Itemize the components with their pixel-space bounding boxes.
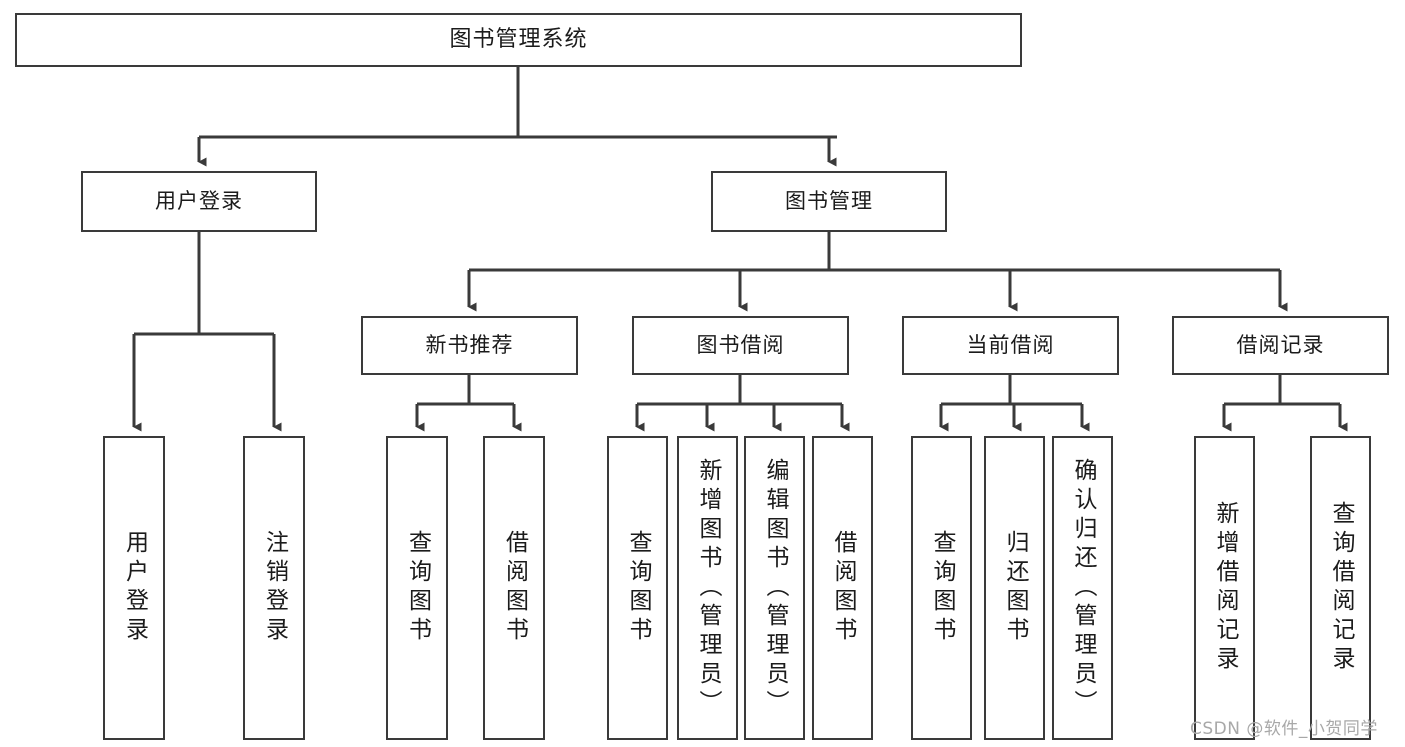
node-leaf-edit-book-admin[interactable]: 编辑图书（管理员） xyxy=(744,436,805,740)
node-leaf-borrow-book-rec-label: 借阅图书 xyxy=(501,530,528,646)
node-leaf-borrow-book-rec[interactable]: 借阅图书 xyxy=(483,436,545,740)
node-borrow-record-label: 借阅记录 xyxy=(1236,333,1325,358)
node-root-label: 图书管理系统 xyxy=(449,27,588,53)
node-leaf-return-book-label: 归还图书 xyxy=(1002,530,1028,646)
node-leaf-add-book-admin-label: 新增图书（管理员） xyxy=(695,457,721,719)
node-leaf-query-book-borrow-label: 查询图书 xyxy=(625,530,651,646)
node-leaf-query-book-borrow[interactable]: 查询图书 xyxy=(607,436,668,740)
node-user-login-label: 用户登录 xyxy=(155,189,243,214)
node-leaf-confirm-return-admin-label: 确认归还（管理员） xyxy=(1070,457,1096,719)
node-current-borrow[interactable]: 当前借阅 xyxy=(902,316,1119,375)
node-leaf-return-book[interactable]: 归还图书 xyxy=(984,436,1045,740)
node-leaf-confirm-return-admin[interactable]: 确认归还（管理员） xyxy=(1052,436,1113,740)
node-leaf-borrow-book-label: 借阅图书 xyxy=(830,530,856,646)
node-leaf-query-book-rec[interactable]: 查询图书 xyxy=(386,436,448,740)
node-book-management[interactable]: 图书管理 xyxy=(711,171,947,232)
node-leaf-add-book-admin[interactable]: 新增图书（管理员） xyxy=(677,436,738,740)
node-user-login[interactable]: 用户登录 xyxy=(81,171,317,232)
node-leaf-query-book-current[interactable]: 查询图书 xyxy=(911,436,972,740)
node-new-book-recommend-label: 新书推荐 xyxy=(425,333,514,358)
node-leaf-edit-book-admin-label: 编辑图书（管理员） xyxy=(762,457,788,719)
node-leaf-query-borrow-record[interactable]: 查询借阅记录 xyxy=(1310,436,1371,740)
node-root[interactable]: 图书管理系统 xyxy=(15,13,1022,67)
node-book-management-label: 图书管理 xyxy=(785,189,873,214)
node-current-borrow-label: 当前借阅 xyxy=(966,333,1055,358)
node-new-book-recommend[interactable]: 新书推荐 xyxy=(361,316,578,375)
node-leaf-query-book-rec-label: 查询图书 xyxy=(404,530,431,646)
node-leaf-borrow-book[interactable]: 借阅图书 xyxy=(812,436,873,740)
node-leaf-query-borrow-record-label: 查询借阅记录 xyxy=(1328,501,1354,675)
node-leaf-add-borrow-record[interactable]: 新增借阅记录 xyxy=(1194,436,1255,740)
node-book-borrow-label: 图书借阅 xyxy=(696,333,785,358)
node-leaf-logout[interactable]: 注销登录 xyxy=(243,436,305,740)
node-leaf-user-login[interactable]: 用户登录 xyxy=(103,436,165,740)
csdn-watermark: CSDN @软件_小贺同学 xyxy=(1190,719,1378,739)
node-borrow-record[interactable]: 借阅记录 xyxy=(1172,316,1389,375)
node-leaf-add-borrow-record-label: 新增借阅记录 xyxy=(1212,501,1238,675)
node-leaf-logout-label: 注销登录 xyxy=(261,530,288,646)
node-leaf-query-book-current-label: 查询图书 xyxy=(929,530,955,646)
node-leaf-user-login-label: 用户登录 xyxy=(121,530,148,646)
node-book-borrow[interactable]: 图书借阅 xyxy=(632,316,849,375)
